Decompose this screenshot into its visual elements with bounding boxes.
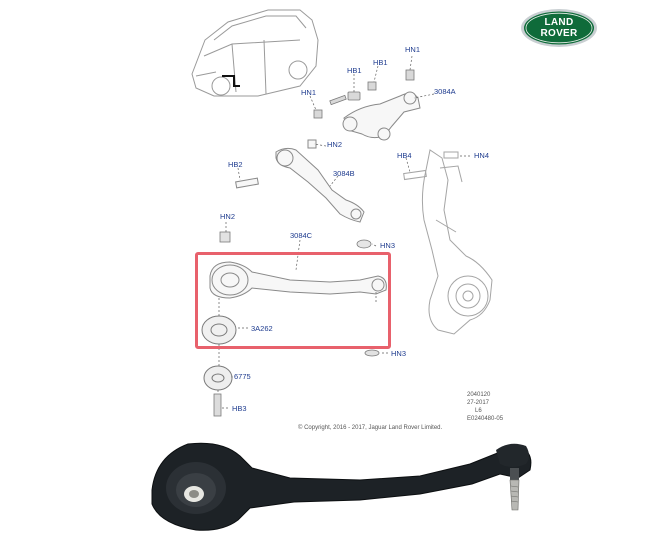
callout-hn3-lower: HN3	[391, 349, 407, 358]
callout-6775: 6775	[234, 372, 251, 381]
control-arm-photo	[151, 442, 532, 531]
logo-line-1: LAND	[544, 17, 574, 28]
bushing-6775	[203, 365, 233, 391]
callout-3a262: 3A262	[251, 324, 273, 333]
nut-hn2-lower	[219, 231, 231, 243]
callout-hb3: HB3	[232, 404, 247, 413]
highlight-frame-3084c	[195, 252, 391, 349]
callout-hb4: HB4	[397, 151, 412, 160]
bushing-3a262	[201, 315, 237, 345]
copyright-notice: © Copyright, 2016 - 2017, Jaguar Land Ro…	[298, 425, 443, 431]
steering-knuckle-illustration	[403, 149, 493, 335]
lower-arm-3084b	[235, 139, 365, 223]
doc-meta-line-3: L6	[475, 408, 482, 415]
callout-hn2-low: HN2	[220, 212, 236, 221]
doc-meta-line-4: E0240480-05	[467, 416, 504, 423]
logo-line-2: ROVER	[540, 28, 578, 39]
callout-3084c: 3084C	[290, 231, 313, 240]
callout-leader-lines	[217, 55, 470, 409]
callout-hb1-left: HB1	[347, 66, 362, 75]
callout-3084b: 3084B	[333, 169, 355, 178]
washer-hn3-upper	[356, 239, 372, 249]
bolt-hb1-hardware	[313, 69, 415, 119]
land-rover-oval-icon	[521, 9, 597, 47]
callout-3084a: 3084A	[434, 87, 456, 96]
doc-meta-block: 2040120 27-2017 L6 E0240480-05	[467, 391, 503, 423]
callout-hn4: HN4	[474, 151, 490, 160]
callout-hn2-mid: HN2	[327, 140, 343, 149]
vehicle-suspension-highlight	[222, 75, 240, 87]
callout-hn1-top: HN1	[405, 45, 421, 54]
doc-meta-line-1: 2040120	[467, 392, 491, 398]
doc-meta-line-2: 27-2017	[467, 400, 490, 407]
bolt-hb3	[213, 393, 222, 417]
callout-hb2: HB2	[228, 160, 243, 169]
callout-hn1-left: HN1	[301, 88, 317, 97]
upper-control-arm-3084a	[342, 91, 421, 141]
land-rover-logo: LAND ROVER	[520, 8, 598, 48]
vehicle-outline-illustration	[191, 9, 319, 97]
callout-hb1-right: HB1	[373, 58, 388, 67]
nut-hn3-lower	[364, 349, 380, 357]
callout-hn3-upper: HN3	[380, 241, 396, 250]
lower-arm-3084c	[209, 261, 387, 304]
